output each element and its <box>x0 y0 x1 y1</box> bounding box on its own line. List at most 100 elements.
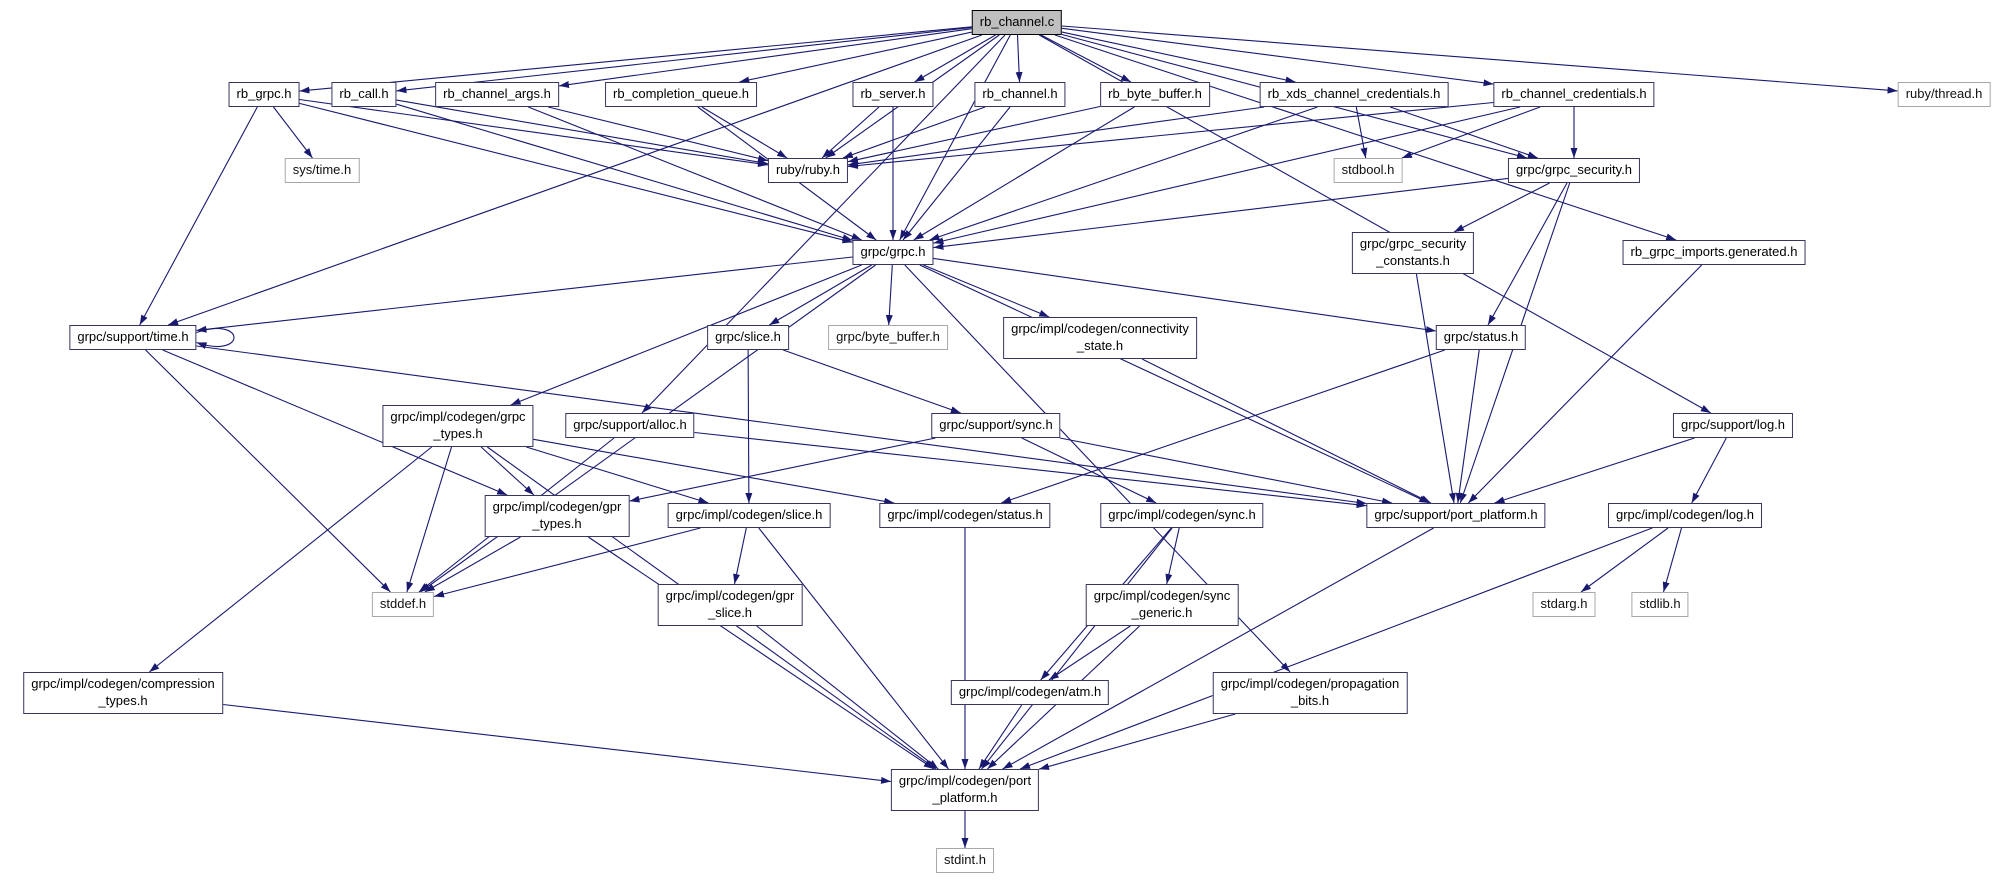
graph-node-label: grpc/impl/codegen/atm.h <box>958 684 1102 699</box>
include-edge <box>145 349 391 593</box>
include-edge <box>847 105 1101 163</box>
graph-node-label: grpc/impl/codegen/log.h <box>1615 507 1755 522</box>
include-edge <box>769 264 872 326</box>
graph-node-rb_channel_creds[interactable]: rb_channel_credentials.h <box>1493 82 1655 107</box>
graph-node-rb_completion_queue[interactable]: rb_completion_queue.h <box>605 82 757 107</box>
include-edge <box>1061 31 1296 84</box>
include-edge <box>167 34 983 326</box>
graph-node-label: grpc/support/sync.h <box>939 417 1053 432</box>
graph-node-rb_grpc[interactable]: rb_grpc.h <box>228 82 300 107</box>
include-edge <box>694 431 1367 509</box>
include-edge <box>1415 273 1456 504</box>
graph-node-support_sync[interactable]: grpc/support/sync.h <box>931 413 1061 438</box>
graph-node-rb_channel_c: rb_channel.c <box>971 10 1063 35</box>
include-edge <box>1021 437 1157 504</box>
graph-node-compression_types[interactable]: grpc/impl/codegen/compression_types.h <box>23 672 223 714</box>
graph-node-grpc_slice[interactable]: grpc/slice.h <box>707 325 789 350</box>
graph-node-codegen_port_platform[interactable]: grpc/impl/codegen/port_platform.h <box>890 769 1040 811</box>
graph-node-ruby_thread: ruby/thread.h <box>1897 82 1991 107</box>
include-edge <box>902 106 1011 241</box>
graph-node-label: grpc/support/time.h <box>77 329 189 344</box>
include-edge <box>548 106 769 162</box>
graph-node-label: grpc/support/log.h <box>1680 417 1786 432</box>
graph-node-label: grpc/impl/codegen/connectivity <box>1011 321 1189 336</box>
graph-node-support_log[interactable]: grpc/support/log.h <box>1672 413 1794 438</box>
include-edge <box>756 625 939 770</box>
include-edge <box>299 102 853 244</box>
graph-node-label: grpc/impl/codegen/gpr <box>492 499 622 514</box>
graph-node-codegen_sync_generic[interactable]: grpc/impl/codegen/sync_generic.h <box>1085 584 1239 626</box>
graph-node-label: stdlib.h <box>1639 596 1681 611</box>
graph-node-codegen_atm[interactable]: grpc/impl/codegen/atm.h <box>950 680 1110 705</box>
graph-node-connectivity[interactable]: grpc/impl/codegen/connectivity_state.h <box>1003 317 1197 359</box>
graph-node-label: grpc/byte_buffer.h <box>836 329 940 344</box>
include-edge <box>1165 527 1180 585</box>
graph-node-rb_byte_buffer[interactable]: rb_byte_buffer.h <box>1100 82 1210 107</box>
include-edge <box>396 26 973 94</box>
graph-node-grpc_security[interactable]: grpc/grpc_security.h <box>1507 158 1641 183</box>
graph-node-rb_xds[interactable]: rb_xds_channel_credentials.h <box>1259 82 1449 107</box>
graph-node-stdbool: stdbool.h <box>1333 158 1403 183</box>
graph-node-label: grpc/impl/codegen/propagation <box>1220 676 1400 691</box>
graph-node-codegen_slice[interactable]: grpc/impl/codegen/slice.h <box>667 503 831 528</box>
include-edge <box>885 264 893 326</box>
graph-node-codegen_gpr_types[interactable]: grpc/impl/codegen/gpr_types.h <box>484 495 630 537</box>
graph-node-ruby_ruby[interactable]: ruby/ruby.h <box>767 158 849 183</box>
graph-node-label: rb_completion_queue.h <box>613 86 749 101</box>
graph-node-grpc_security_constants[interactable]: grpc/grpc_security_constants.h <box>1351 232 1475 274</box>
include-edge <box>1453 182 1550 233</box>
graph-node-label: grpc/impl/codegen/sync.h <box>1108 507 1256 522</box>
include-edge <box>978 704 1023 770</box>
graph-node-codegen_grpc_types[interactable]: grpc/impl/codegen/grpc_types.h <box>382 405 534 447</box>
graph-node-rb_call[interactable]: rb_call.h <box>331 82 397 107</box>
include-edge <box>739 31 973 84</box>
include-edge <box>299 26 973 94</box>
graph-node-propagation_bits[interactable]: grpc/impl/codegen/propagation_bits.h <box>1212 672 1408 714</box>
include-edge <box>933 177 1509 250</box>
graph-node-rb_server[interactable]: rb_server.h <box>852 82 934 107</box>
graph-node-stdint: stdint.h <box>936 848 994 873</box>
graph-node-grpc_grpc[interactable]: grpc/grpc.h <box>852 240 934 265</box>
graph-node-support_time[interactable]: grpc/support/time.h <box>69 325 197 350</box>
graph-node-grpc_status[interactable]: grpc/status.h <box>1435 325 1527 350</box>
graph-node-support_alloc[interactable]: grpc/support/alloc.h <box>565 413 695 438</box>
graph-node-label: grpc/impl/codegen/status.h <box>887 507 1043 522</box>
include-edge <box>1580 527 1669 593</box>
include-edge <box>406 446 453 593</box>
graph-node-codegen_gpr_slice[interactable]: grpc/impl/codegen/gpr_slice.h <box>657 584 803 626</box>
graph-node-codegen_log[interactable]: grpc/impl/codegen/log.h <box>1607 503 1763 528</box>
include-edge <box>783 349 961 414</box>
include-edge <box>1494 437 1695 504</box>
graph-node-label: ruby/thread.h <box>1905 86 1983 101</box>
include-edge <box>913 106 1135 241</box>
include-edge <box>1390 106 1538 159</box>
graph-node-label: rb_channel.c <box>979 14 1055 29</box>
include-edge <box>424 536 521 593</box>
include-edge <box>510 264 862 406</box>
include-edge <box>821 106 880 159</box>
graph-node-label: _constants.h <box>1376 252 1450 268</box>
include-edge <box>1467 264 1703 504</box>
include-edge <box>629 437 936 503</box>
graph-node-codegen_sync[interactable]: grpc/impl/codegen/sync.h <box>1100 503 1264 528</box>
include-edge <box>396 99 769 166</box>
graph-node-codegen_status[interactable]: grpc/impl/codegen/status.h <box>879 503 1051 528</box>
graph-node-label: rb_byte_buffer.h <box>1108 86 1202 101</box>
graph-node-support_port_platform[interactable]: grpc/support/port_platform.h <box>1366 503 1546 528</box>
include-edge <box>1061 25 1898 94</box>
graph-node-stdarg: stdarg.h <box>1532 592 1596 617</box>
include-edge <box>933 257 1437 334</box>
include-edge <box>196 256 853 333</box>
include-edge <box>528 106 862 241</box>
include-edge <box>196 345 1367 506</box>
graph-node-stddef: stddef.h <box>371 592 435 617</box>
graph-node-rb_channel_args[interactable]: rb_channel_args.h <box>435 82 559 107</box>
graph-node-rb_channel_h[interactable]: rb_channel.h <box>974 82 1066 107</box>
include-edge <box>1054 34 1677 241</box>
graph-node-label: grpc/grpc_security.h <box>1515 162 1633 177</box>
include-edge <box>701 106 788 159</box>
graph-node-rb_grpc_imports[interactable]: rb_grpc_imports.generated.h <box>1622 240 1806 265</box>
graph-node-label: _types.h <box>532 515 582 531</box>
include-edge <box>1002 527 1434 770</box>
include-edge <box>558 28 973 88</box>
